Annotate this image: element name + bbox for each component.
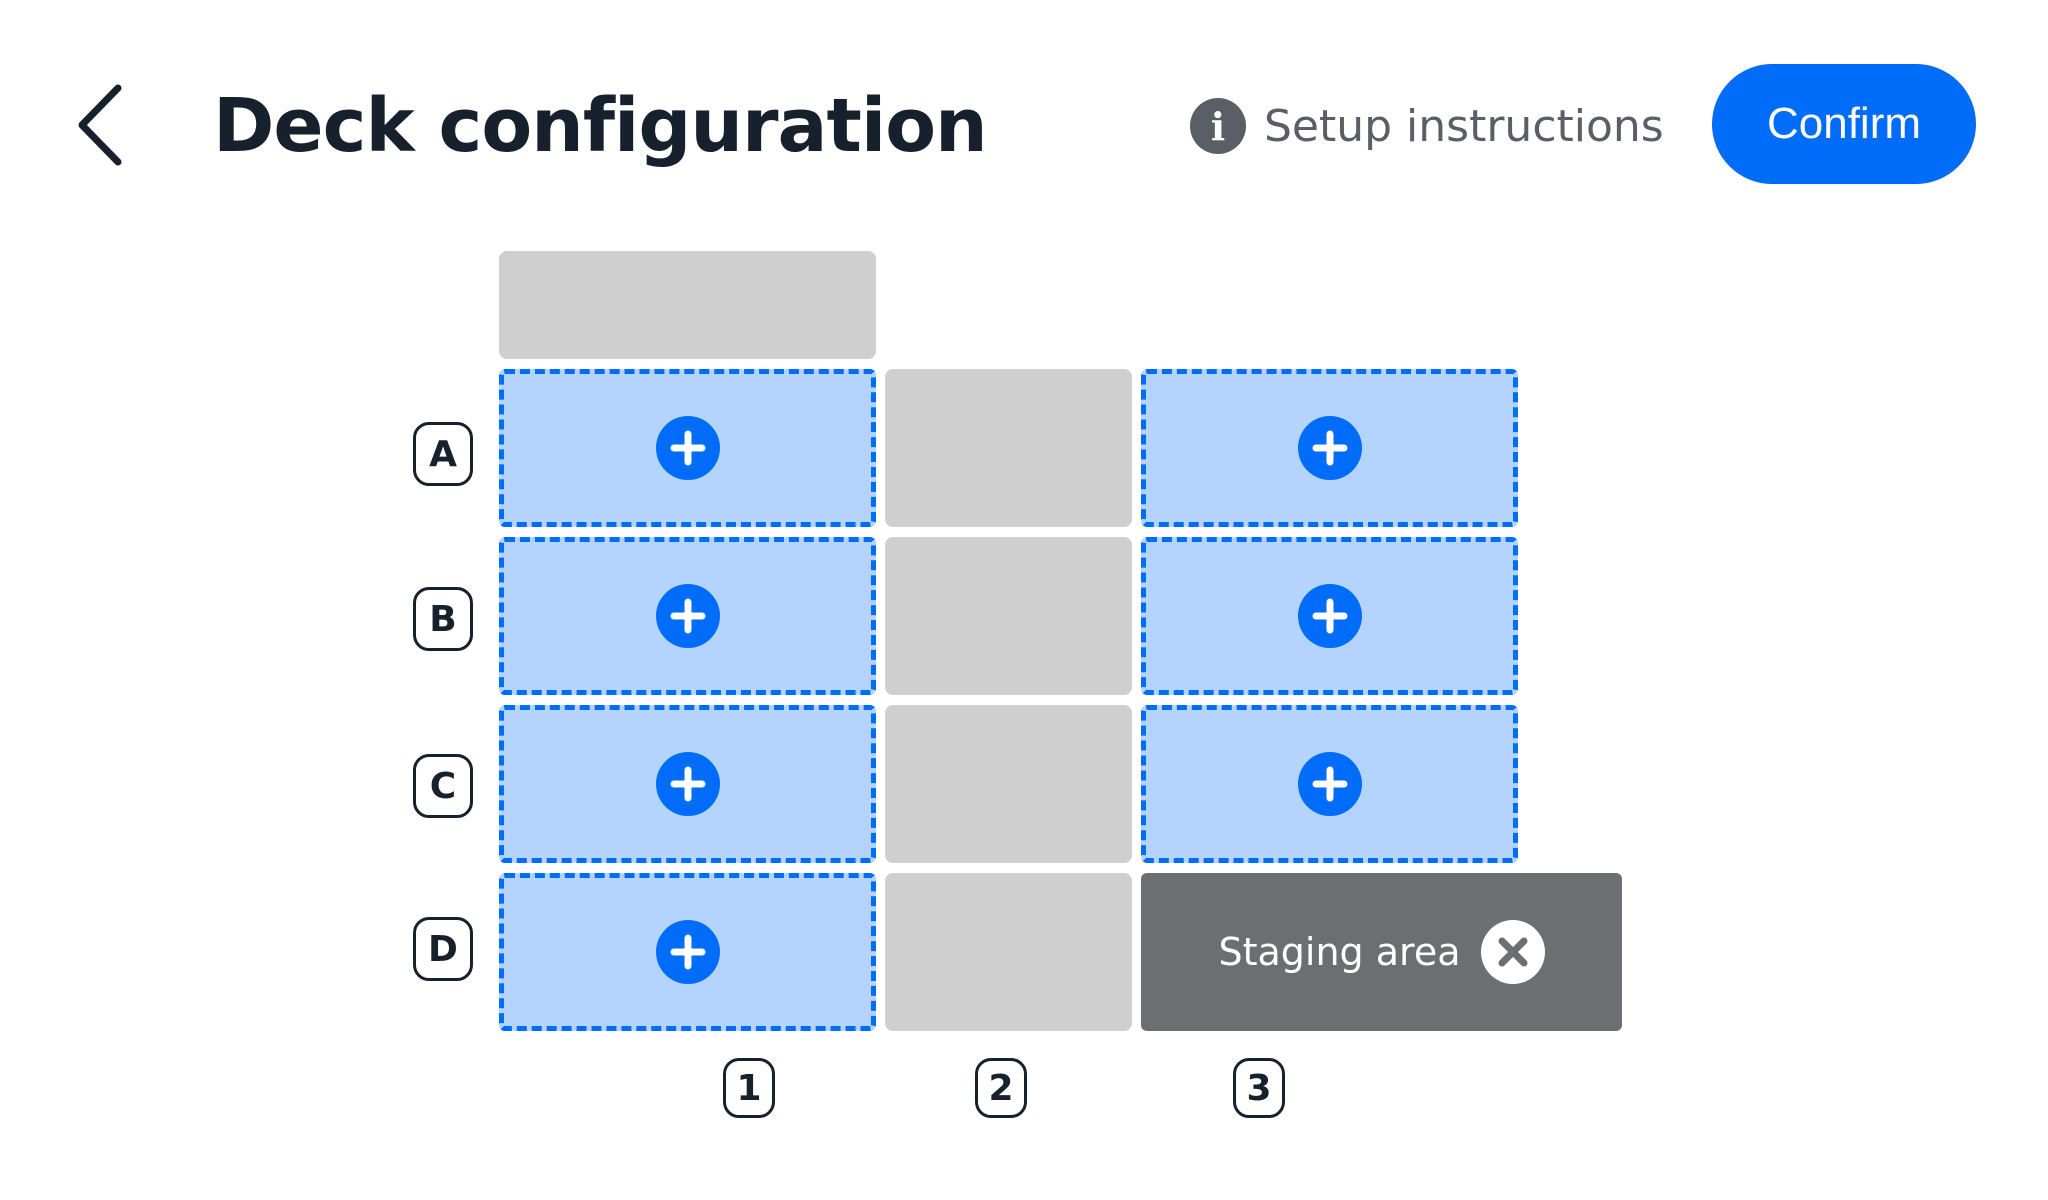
column-label-3: 3 [1233, 1058, 1285, 1118]
slot-a2 [885, 369, 1132, 527]
remove-staging-area-button[interactable] [1480, 920, 1545, 984]
back-button[interactable] [72, 80, 132, 170]
setup-instructions-link[interactable]: i Setup instructions [1190, 96, 1664, 156]
column-label-2: 2 [975, 1058, 1027, 1118]
plus-icon [1297, 584, 1362, 648]
plus-icon [1297, 416, 1362, 480]
slot-d1-add[interactable] [499, 873, 876, 1031]
setup-instructions-label: Setup instructions [1264, 100, 1664, 152]
deck-top-fixed-area [499, 251, 876, 359]
slot-b1-add[interactable] [499, 537, 876, 695]
row-label-c: C [413, 754, 473, 818]
slot-a1-add[interactable] [499, 369, 876, 527]
row-label-d: D [413, 917, 473, 981]
staging-area: Staging area [1141, 873, 1622, 1031]
plus-icon [655, 752, 720, 816]
column-label-1: 1 [723, 1058, 775, 1118]
plus-icon [655, 920, 720, 984]
slot-c1-add[interactable] [499, 705, 876, 863]
row-label-b: B [413, 587, 473, 651]
slot-c3-add[interactable] [1141, 705, 1518, 863]
row-label-a: A [413, 422, 473, 486]
slot-b2 [885, 537, 1132, 695]
staging-area-label: Staging area [1218, 930, 1461, 974]
chevron-left-icon [78, 84, 122, 166]
close-icon [1498, 937, 1527, 967]
plus-icon [655, 416, 720, 480]
slot-b3-add[interactable] [1141, 537, 1518, 695]
page-title: Deck configuration [213, 83, 988, 169]
confirm-button[interactable]: Confirm [1712, 64, 1976, 184]
plus-icon [655, 584, 720, 648]
slot-c2 [885, 705, 1132, 863]
slot-a3-add[interactable] [1141, 369, 1518, 527]
slot-d2 [885, 873, 1132, 1031]
info-icon: i [1190, 98, 1246, 154]
plus-icon [1297, 752, 1362, 816]
